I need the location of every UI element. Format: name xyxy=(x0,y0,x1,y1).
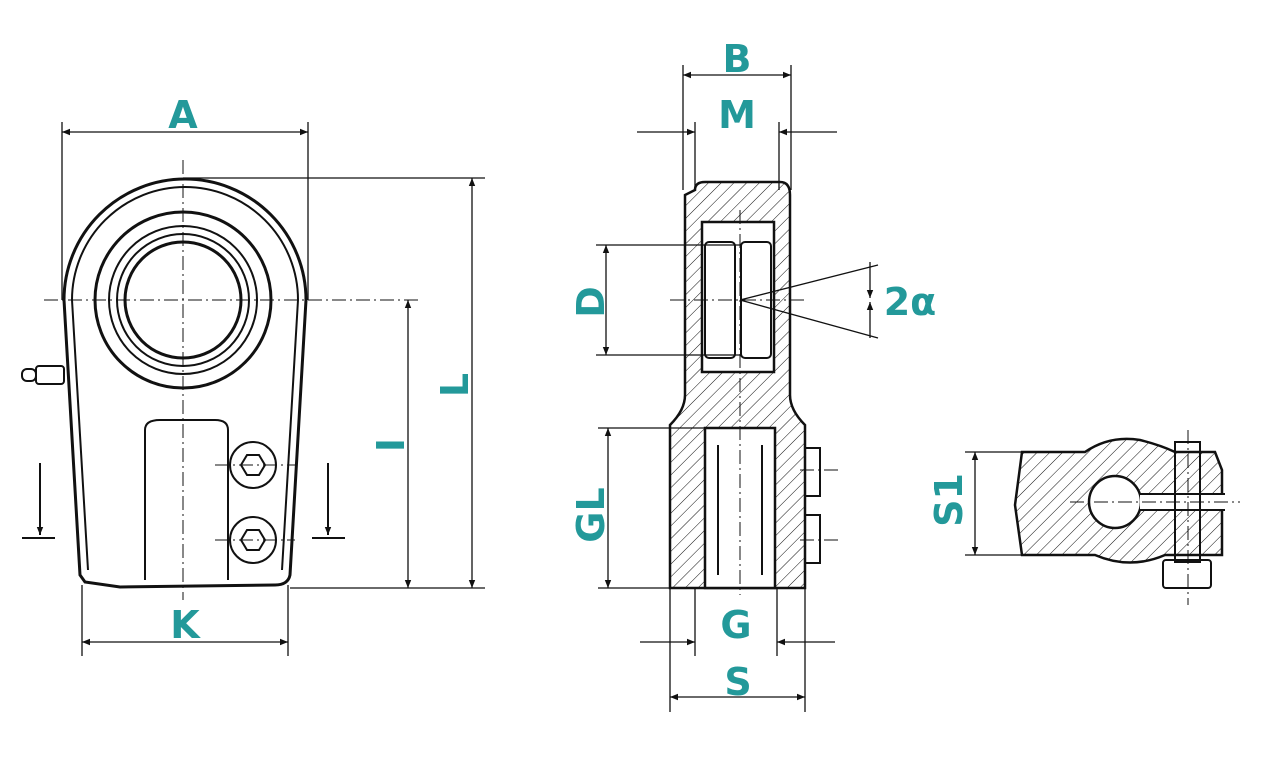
dim-label-2alpha: 2α xyxy=(884,280,937,324)
dim-label-I: I xyxy=(369,438,413,452)
dim-label-D: D xyxy=(569,286,613,318)
side-section-view xyxy=(596,65,879,712)
dim-label-G: G xyxy=(720,603,751,647)
dim-label-K: K xyxy=(170,603,201,647)
dim-label-GL: GL xyxy=(569,487,613,542)
grease-nipple xyxy=(21,365,65,385)
dim-label-A: A xyxy=(168,93,198,137)
dim-label-S1: S1 xyxy=(927,473,971,527)
dim-label-M: M xyxy=(718,93,756,137)
front-view xyxy=(21,122,485,656)
dim-label-L: L xyxy=(433,373,477,397)
dim-label-S: S xyxy=(724,660,751,704)
dim-label-B: B xyxy=(723,37,752,81)
clamp-section-view xyxy=(965,430,1240,605)
